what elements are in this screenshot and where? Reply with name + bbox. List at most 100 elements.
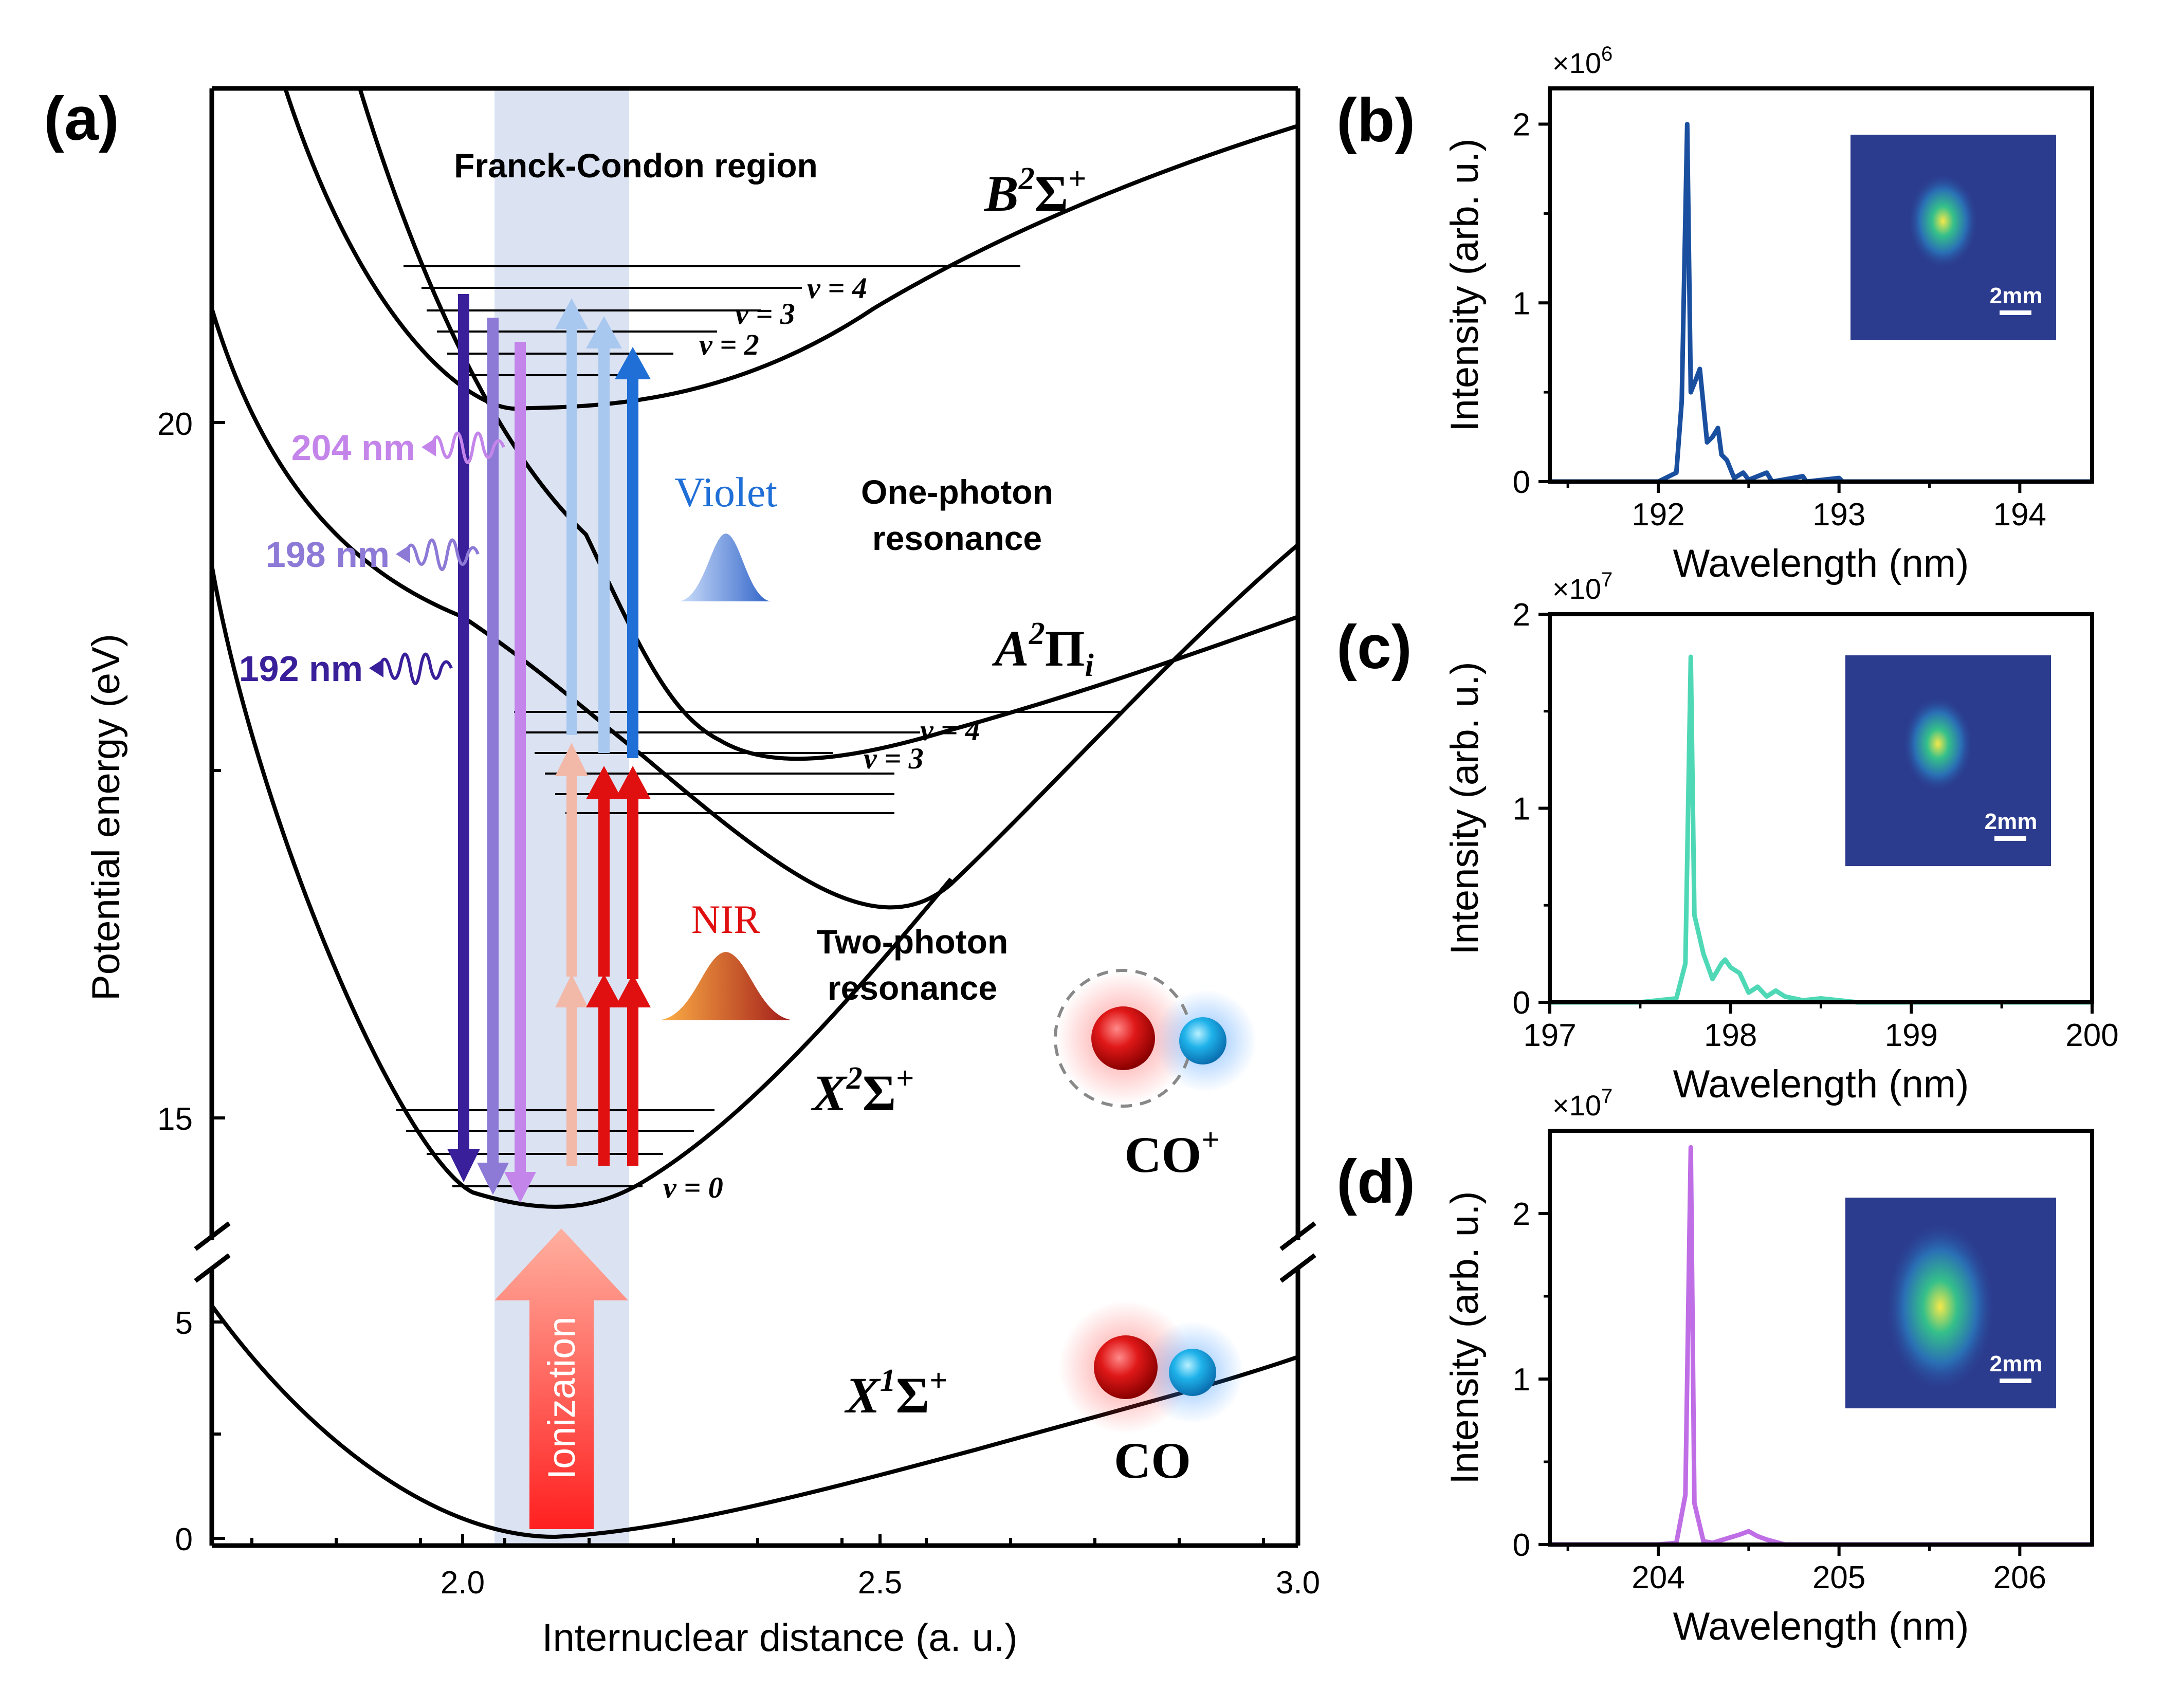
y-tick-0: 0 [175,1522,193,1557]
x-axis-label: Wavelength (nm) [1673,542,1969,585]
ionization-label: Ionization [540,1317,583,1480]
x-tick-label: 197 [1523,1018,1576,1053]
y-tick-15: 15 [157,1101,193,1137]
vibrational-levels [396,265,1121,1187]
one-photon-line2: resonance [872,519,1042,557]
x-axis-label: Internuclear distance (a. u.) [542,1616,1017,1660]
x-tick-labels: 2.0 2.5 3.0 [441,1565,1320,1601]
emission-labels: 204 nm 198 nm 192 nm [239,428,415,689]
one-photon-line1: One-photon [861,473,1053,511]
y-axis-label: Intensity (arb. u.) [1443,138,1487,431]
two-photon-line1: Two-photon [817,923,1009,961]
beam-spot [1907,172,1979,270]
violet-pulse-icon [679,534,771,601]
y-axis-label: Intensity (arb. u.) [1443,662,1487,954]
x-tick-label: 204 [1632,1560,1684,1595]
excitation-arrows [555,298,651,1166]
panel-label: (d) [1336,1147,1415,1216]
y-tick-label: 2 [1513,107,1530,143]
state-labels: B2Σ+ A2Πi X2Σ+ X1Σ+ [811,161,1094,1424]
y-multiplier: ×106 [1552,43,1613,79]
B-v3-label: v = 3 [735,297,795,330]
plot-frame [1548,1129,2094,1547]
panel-a-label: (a) [44,84,119,153]
y-tick-label: 2 [1513,1197,1530,1232]
plot-frame [1548,86,2094,484]
y-tick-label: 0 [1513,465,1530,500]
scale-bar [2000,1379,2031,1383]
y-tick-label: 1 [1513,792,1530,827]
curve-X2-state [212,565,953,1209]
co-cation-label: CO+ [1124,1123,1219,1183]
nir-pulse-icon [658,952,794,1020]
beam-spot [1902,695,1974,793]
x-tick-label: 193 [1812,497,1865,532]
emission-arrows [447,294,536,1203]
B-v2-label: v = 2 [699,328,759,361]
x-axis-label: Wavelength (nm) [1673,1062,1969,1106]
y-multiplier: ×107 [1552,1085,1613,1122]
x-tick-label: 206 [1993,1560,2046,1595]
state-X2-label: X2Σ+ [811,1061,914,1122]
x-tick-2-5: 2.5 [858,1565,902,1601]
panel-label: (b) [1336,86,1415,155]
emission-198-label: 198 nm [266,535,390,575]
scale-bar-label: 2mm [1990,283,2043,308]
scale-bar-label: 2mm [1990,1351,2043,1376]
nir-label: NIR [691,897,760,942]
y-axis-label: Intensity (arb. u.) [1443,1191,1487,1484]
spectrum-line [1550,654,2092,1005]
y-axis-label: Potential energy (eV) [84,634,128,1001]
y-tick-label: 2 [1513,597,1530,633]
y-tick-label: 0 [1513,1528,1530,1563]
x-tick-label: 200 [2065,1018,2118,1053]
co-neutral-label: CO [1114,1432,1191,1489]
B-v4-label: v = 4 [807,271,867,305]
one-photon-label: One-photon resonance [861,473,1053,557]
y-multiplier: ×107 [1552,568,1613,605]
ionization-arrow: Ionization [494,1228,628,1529]
x-tick-label: 199 [1885,1018,1938,1053]
x-tick-label: 192 [1632,497,1684,532]
emission-wavepackets [369,431,505,685]
y-tick-label: 1 [1513,1362,1530,1398]
state-B-label: B2Σ+ [984,161,1086,222]
emission-192-label: 192 nm [239,649,363,689]
A-v4-label: v = 4 [920,713,980,747]
X-v0-label: v = 0 [663,1171,723,1204]
x-tick-label: 198 [1704,1018,1757,1053]
vib-level-labels: v = 4 v = 3 v = 2 v = 4 v = 3 v = 0 [663,271,980,1204]
violet-label: Violet [674,469,777,516]
emission-204-label: 204 nm [291,428,415,468]
scale-bar [2000,310,2031,315]
x-axis-label: Wavelength (nm) [1673,1605,1969,1648]
curve-B-state [283,88,1298,411]
scale-bar [1994,836,2026,841]
y-tick-20: 20 [157,407,193,442]
franck-condon-label: Franck-Condon region [454,146,818,185]
co-molecule-icon [1059,1300,1244,1434]
two-photon-line2: resonance [828,969,997,1007]
co-cation-molecule-icon [1054,969,1257,1108]
panel-label: (c) [1336,613,1412,682]
state-A-label: A2Πi [992,616,1094,683]
axis-break-marks [194,1221,1316,1283]
beam-spot [1883,1219,1997,1394]
scale-bar-label: 2mm [1985,809,2038,834]
x-ticks [250,1534,1265,1546]
axis-frame [209,86,1300,1548]
y-tick-5: 5 [175,1306,193,1341]
spectrum-line [1550,1145,2092,1547]
y-tick-label: 1 [1513,286,1530,321]
x-tick-label: 194 [1993,497,2046,532]
x-tick-2-0: 2.0 [441,1565,485,1601]
y-ticks [212,421,225,1540]
two-photon-label: Two-photon resonance [817,923,1009,1007]
state-X1-label: X1Σ+ [844,1363,947,1424]
x-tick-label: 205 [1812,1560,1865,1595]
